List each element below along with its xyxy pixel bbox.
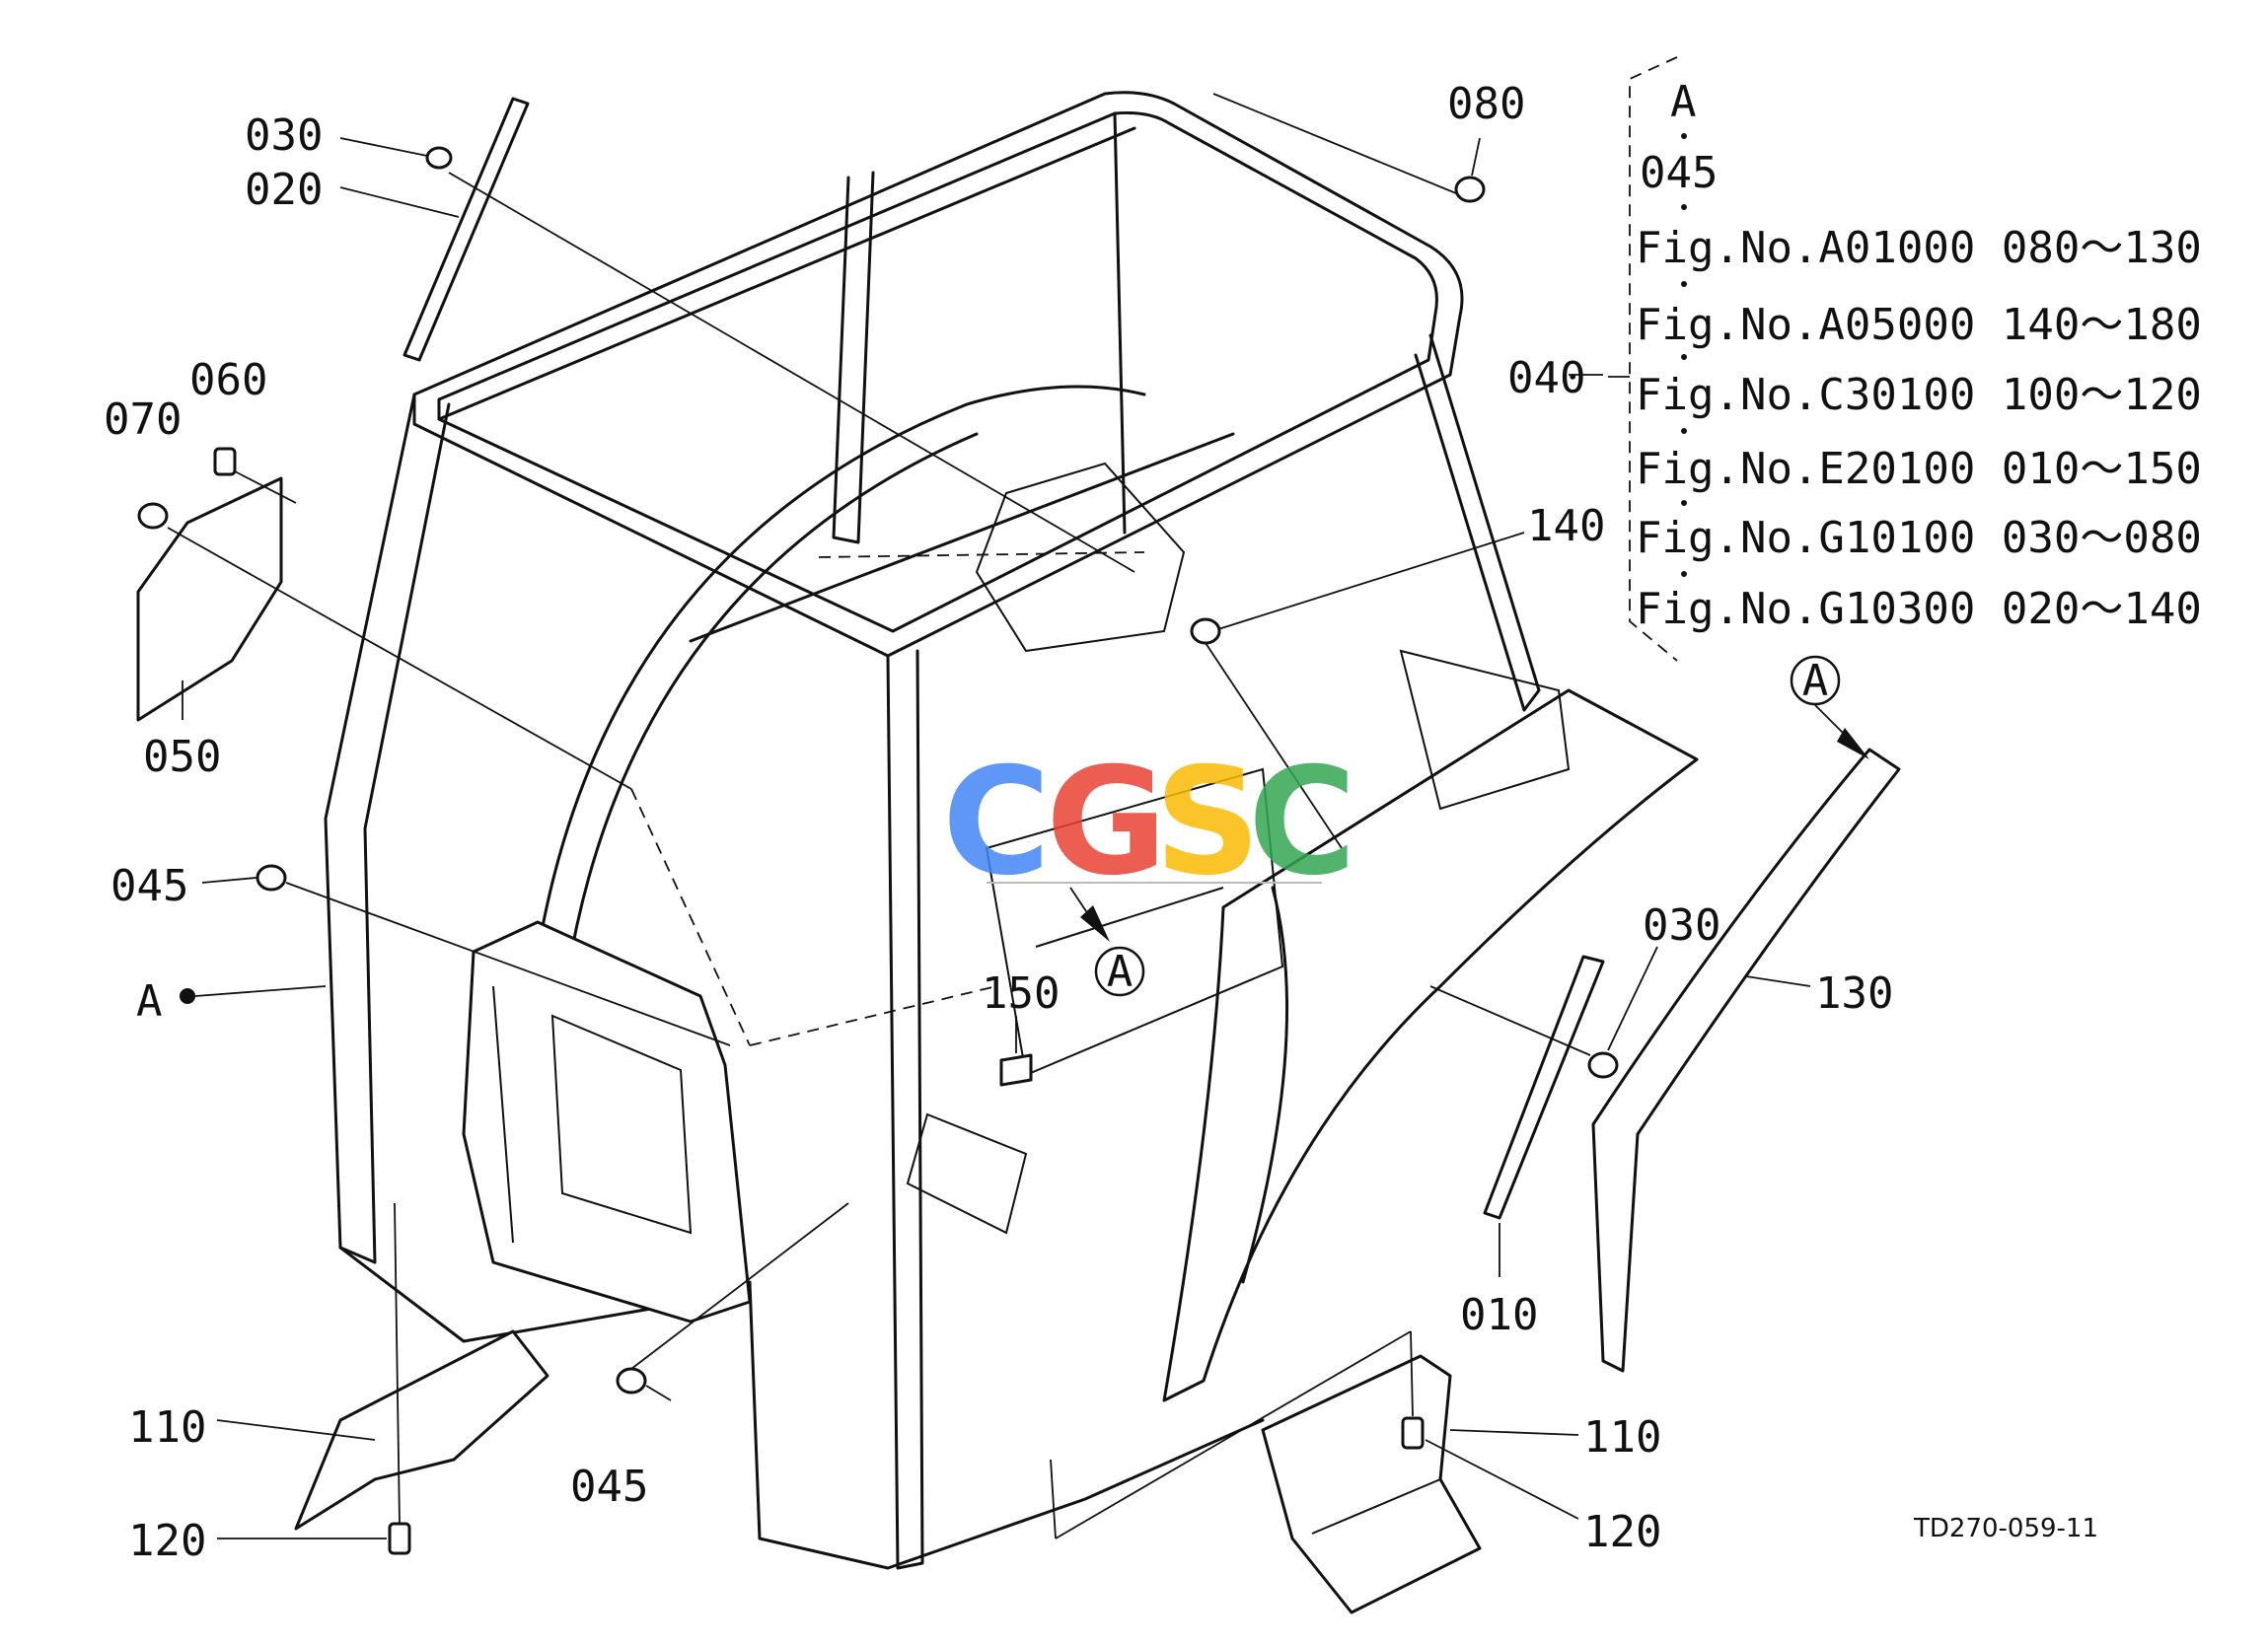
part-045-bushing — [256, 864, 287, 892]
bracket-row-5: Fig.No.G10100 030～080 — [1636, 513, 2202, 563]
callout-150: 150 — [982, 968, 1060, 1019]
part-120-bolt-left — [388, 1522, 411, 1555]
watermark-letter-2: G — [1046, 737, 1167, 908]
part-080-grommet — [1454, 176, 1486, 203]
callout-010: 010 — [1460, 1290, 1538, 1340]
callout-140: 140 — [1527, 501, 1605, 551]
part-120-bolt-right — [1401, 1416, 1425, 1450]
part-060-bolt — [213, 447, 237, 476]
loose-parts — [136, 97, 1901, 1614]
watermark-letter-1: C — [942, 737, 1051, 908]
callout-labels: 030 020 060 070 050 045 A 080 040 140 15… — [104, 79, 1893, 1566]
bracket-row-2: Fig.No.A05000 140～180 — [1636, 300, 2202, 350]
part-150-pad — [999, 1053, 1033, 1087]
callout-020: 020 — [245, 165, 323, 215]
part-050-plate — [136, 476, 283, 722]
callout-045-bottom: 045 — [570, 1462, 648, 1512]
callout-040: 040 — [1507, 353, 1585, 403]
callout-070: 070 — [104, 394, 182, 445]
part-045-bushing-bottom — [616, 1367, 647, 1395]
ref-circle-center — [1094, 946, 1145, 997]
part-030-grommet-right — [1587, 1051, 1619, 1079]
bracket-head: A — [1670, 77, 1697, 127]
part-010-strip — [1483, 955, 1605, 1220]
drawing-code: TD270-059-11 — [1913, 1514, 2098, 1543]
callout-080: 080 — [1447, 79, 1525, 129]
callout-045-left: 045 — [110, 861, 188, 911]
callout-050: 050 — [143, 732, 221, 782]
point-a-dot — [180, 988, 195, 1004]
part-130-seal — [1591, 748, 1901, 1373]
bracket-row-6: Fig.No.G10300 020～140 — [1636, 584, 2202, 634]
watermark-letter-4: C — [1248, 737, 1356, 908]
part-140-fastener — [1190, 617, 1221, 645]
watermark-letter-3: S — [1154, 737, 1261, 908]
part-110-step-left — [294, 1329, 549, 1531]
watermark: C G S C — [942, 737, 1356, 908]
callout-110-right: 110 — [1583, 1412, 1661, 1463]
part-070-nut — [137, 502, 169, 530]
callout-130: 130 — [1815, 968, 1893, 1019]
callout-120-left: 120 — [128, 1516, 206, 1566]
callout-a-left: A — [136, 976, 163, 1027]
leader-lines — [167, 93, 1869, 1539]
part-110-step-right — [1261, 1354, 1482, 1614]
bracket-row-4: Fig.No.E20100 010～150 — [1636, 444, 2202, 494]
callout-060: 060 — [189, 355, 267, 405]
part-030-grommet — [425, 146, 453, 170]
bracket-row-1: Fig.No.A01000 080～130 — [1636, 223, 2202, 273]
cab-frame — [324, 91, 1699, 1570]
bracket-sub: 045 — [1640, 148, 1718, 198]
callout-030-top: 030 — [245, 110, 323, 161]
callout-120-right: 120 — [1583, 1507, 1661, 1557]
callout-110-left: 110 — [128, 1402, 206, 1453]
ref-circle-center-label: A — [1107, 947, 1134, 997]
reference-circles: A A — [1094, 655, 1841, 997]
callout-030-right: 030 — [1643, 900, 1720, 951]
bracket-legend: A 045 Fig.No.A01000 080～130 Fig.No.A0500… — [1608, 56, 2202, 662]
part-020-strip — [402, 97, 530, 362]
ref-circle-right — [1790, 655, 1841, 706]
ref-circle-right-label: A — [1802, 656, 1829, 706]
bracket-row-3: Fig.No.C30100 100～120 — [1636, 370, 2202, 420]
